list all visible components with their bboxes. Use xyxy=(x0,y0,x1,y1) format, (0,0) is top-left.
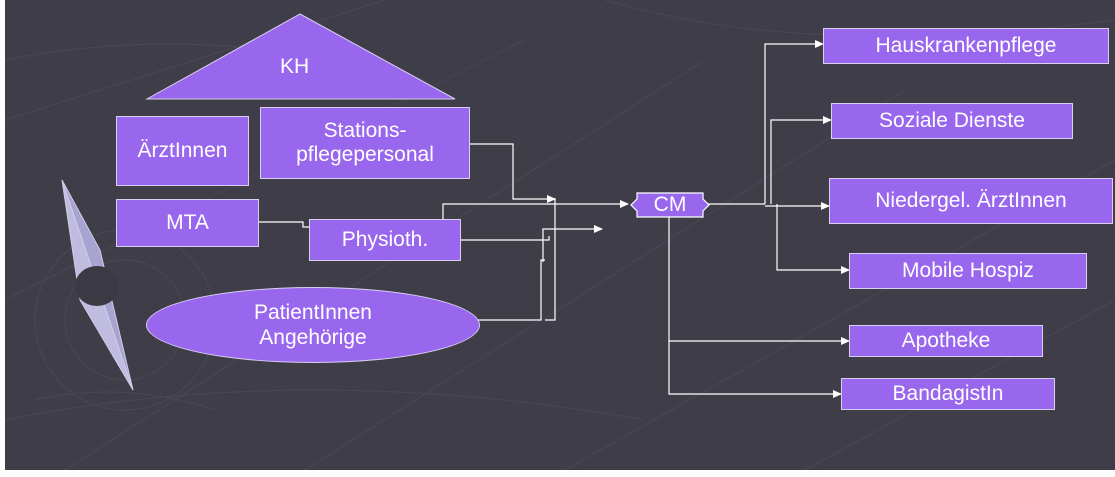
target-hauskrankenpflege-label: Hauskrankenpflege xyxy=(875,33,1057,57)
hospital-label: KH xyxy=(280,55,310,78)
target-niedergel-aerztinnen-label: Niedergel. ÄrztInnen xyxy=(875,188,1067,212)
target-bandagistin: BandagistIn xyxy=(841,378,1055,410)
connector-lines xyxy=(257,40,850,398)
node-stations-line1: Stations- xyxy=(323,118,407,142)
node-physioth-label: Physioth. xyxy=(341,227,429,251)
node-stations-line2: pflegepersonal xyxy=(296,143,434,166)
node-aerztinnen-label: ÄrztInnen xyxy=(137,138,228,162)
node-stationspflegepersonal: Stations- pflegepersonal xyxy=(260,107,470,179)
node-patientinnen-angehoerige: PatientInnen Angehörige xyxy=(146,287,480,363)
node-patient-line2: Angehörige xyxy=(259,326,367,349)
background-texture xyxy=(5,0,1115,470)
target-apotheke-label: Apotheke xyxy=(901,328,991,352)
diagram-slide: KH ÄrztInnen Stations- pflegepersonal MT… xyxy=(5,0,1115,470)
node-mta-label: MTA xyxy=(166,210,209,234)
node-cm: CM xyxy=(653,193,687,216)
target-hauskrankenpflege: Hauskrankenpflege xyxy=(823,28,1109,64)
target-niedergel-aerztinnen: Niedergel. ÄrztInnen xyxy=(829,178,1113,224)
compass-icon xyxy=(61,179,134,391)
node-physioth: Physioth. xyxy=(309,219,461,261)
node-aerztinnen: ÄrztInnen xyxy=(116,116,249,186)
target-bandagistin-label: BandagistIn xyxy=(892,381,1004,405)
cm-node-shape xyxy=(630,192,710,218)
hospital-triangle xyxy=(145,13,456,100)
target-mobile-hospiz: Mobile Hospiz xyxy=(849,253,1087,289)
target-soziale-dienste: Soziale Dienste xyxy=(831,103,1073,139)
target-apotheke: Apotheke xyxy=(849,325,1043,357)
target-mobile-hospiz-label: Mobile Hospiz xyxy=(902,258,1034,282)
target-soziale-dienste-label: Soziale Dienste xyxy=(879,108,1025,132)
node-mta: MTA xyxy=(116,199,259,247)
node-patient-line1: PatientInnen xyxy=(254,300,372,324)
